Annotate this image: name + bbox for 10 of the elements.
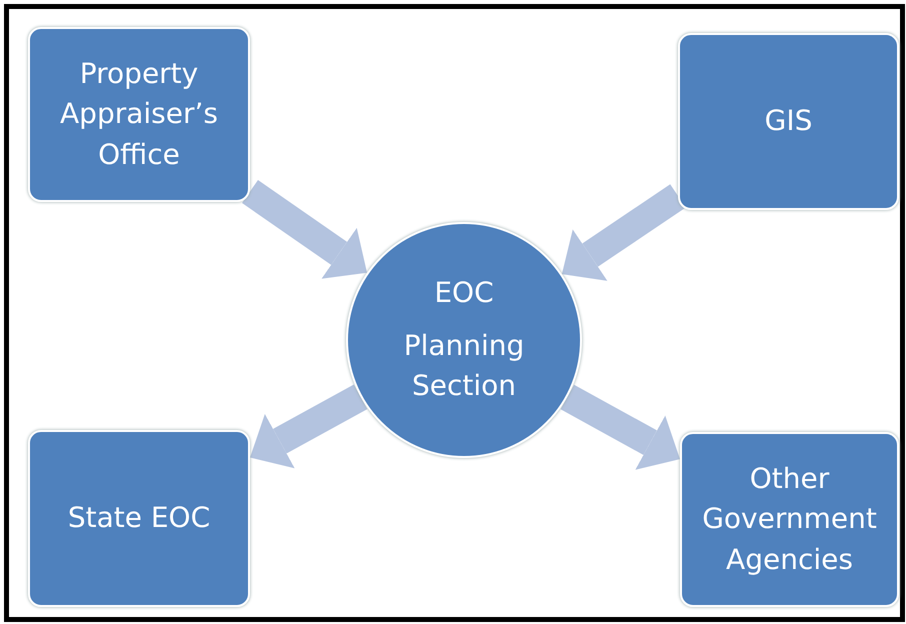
process-box	[678, 33, 899, 210]
node-label: Other Government Agencies	[701, 460, 878, 578]
process-box	[680, 432, 899, 607]
node-label: Planning Section	[402, 328, 526, 404]
node-label: Property Appraiser’s Office	[59, 56, 219, 173]
process-box	[28, 27, 250, 202]
node-label: GIS	[764, 103, 814, 140]
process-box	[28, 430, 250, 607]
node-label: State EOC	[66, 500, 212, 536]
node-label: EOC	[433, 275, 495, 312]
